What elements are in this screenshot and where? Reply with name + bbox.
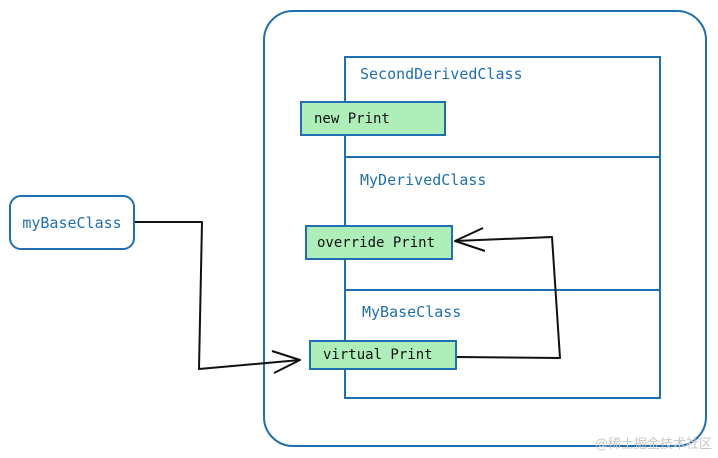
my-base-class-label: MyBaseClass (362, 303, 462, 321)
class-divider-lower (344, 289, 661, 291)
override-print-method: override Print (305, 225, 453, 260)
virtual-print-method: virtual Print (309, 340, 457, 370)
class-divider-upper (344, 156, 661, 158)
my-base-class-variable: myBaseClass (9, 195, 135, 250)
my-derived-class-label: MyDerivedClass (360, 171, 487, 189)
watermark-text: @稀土掘金技术社区 (594, 437, 712, 452)
second-derived-class-label: SecondDerivedClass (360, 65, 523, 83)
new-print-method: new Print (300, 101, 446, 136)
